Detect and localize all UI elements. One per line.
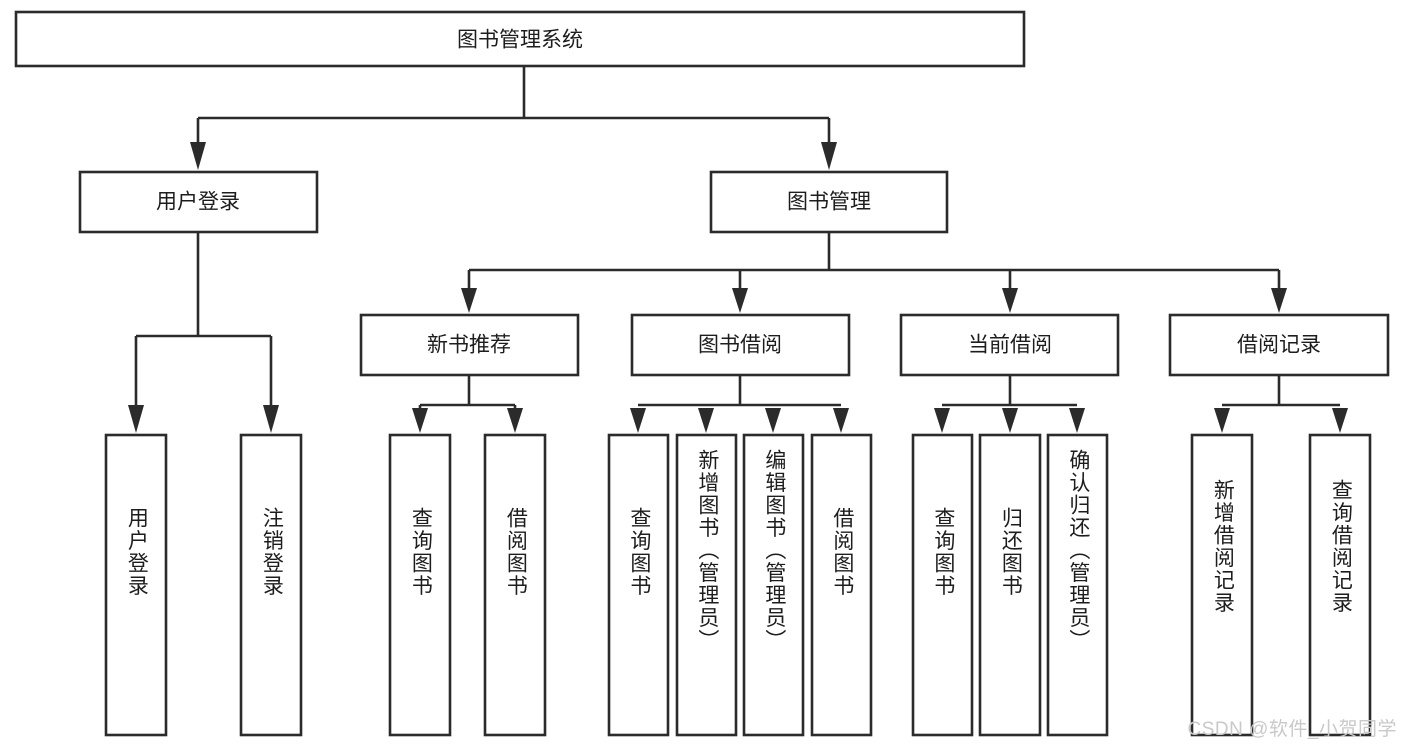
node-label-book-manage: 图书管理 (787, 191, 871, 214)
watermark-csdn: CSDN @软件_小贺同学 (1187, 719, 1397, 740)
arrow-head-leaf-add-book (698, 408, 714, 433)
node-box-leaf-query-book-current[interactable] (911, 433, 974, 737)
node-box-leaf-query-book-recommend[interactable] (388, 433, 452, 737)
node-book-borrow[interactable]: 图书借阅 (630, 313, 851, 377)
node-borrow-record[interactable]: 借阅记录 (1168, 313, 1390, 377)
connector-group-new-book-recommend (412, 375, 523, 433)
node-box-book-borrow[interactable] (630, 313, 851, 377)
node-box-leaf-borrow-book-recommend[interactable] (483, 433, 547, 737)
node-new-book-recommend[interactable]: 新书推荐 (359, 313, 580, 377)
arrow-head-leaf-add-borrow-record (1214, 408, 1230, 433)
connector-group-book-manage (461, 232, 1287, 313)
arrow-head-leaf-query-book-current (934, 408, 950, 433)
node-box-current-borrow[interactable] (899, 313, 1120, 377)
node-box-user-login[interactable] (78, 170, 319, 234)
node-label-user-login: 用户登录 (156, 191, 240, 214)
arrow-head-book-borrow (732, 288, 748, 313)
node-box-leaf-edit-book[interactable] (742, 433, 805, 737)
arrow-head-borrow-record (1271, 288, 1287, 313)
arrow-head-leaf-query-book-recommend (412, 408, 428, 433)
node-box-leaf-logout-login[interactable] (239, 433, 303, 737)
arrow-head-leaf-query-book-borrow (630, 408, 646, 433)
connector-group-current-borrow (934, 375, 1085, 433)
node-box-root[interactable] (14, 10, 1026, 68)
node-box-book-manage[interactable] (709, 170, 949, 234)
node-label-borrow-record: 借阅记录 (1237, 334, 1321, 357)
node-box-leaf-add-borrow-record[interactable] (1190, 433, 1254, 737)
connector-group-borrow-record (1214, 375, 1348, 433)
node-box-leaf-confirm-return[interactable] (1046, 433, 1109, 737)
node-label-new-book-recommend: 新书推荐 (427, 334, 511, 357)
arrow-head-new-book-recommend (461, 288, 477, 313)
node-book-manage[interactable]: 图书管理 (709, 170, 949, 234)
arrow-head-leaf-return-book (1002, 408, 1018, 433)
arrow-head-user-login (190, 142, 206, 170)
arrow-head-leaf-query-borrow-record (1332, 408, 1348, 433)
node-box-leaf-add-book[interactable] (675, 433, 738, 737)
node-box-leaf-query-borrow-record[interactable] (1308, 433, 1372, 737)
node-box-leaf-user-login[interactable] (104, 433, 168, 737)
arrow-head-leaf-logout-login (263, 405, 279, 433)
node-box-leaf-return-book[interactable] (978, 433, 1042, 737)
node-box-new-book-recommend[interactable] (359, 313, 580, 377)
connector-group-user-login (128, 232, 279, 433)
node-label-current-borrow: 当前借阅 (968, 334, 1052, 357)
node-root[interactable]: 图书管理系统 (14, 10, 1026, 68)
node-current-borrow[interactable]: 当前借阅 (899, 313, 1120, 377)
node-user-login[interactable]: 用户登录 (78, 170, 319, 234)
arrow-head-book-manage (821, 142, 837, 170)
arrow-head-leaf-borrow-book-recommend (507, 408, 523, 433)
node-box-borrow-record[interactable] (1168, 313, 1390, 377)
arrow-head-current-borrow (1002, 288, 1018, 313)
arrow-head-leaf-confirm-return (1069, 408, 1085, 433)
connector-group-book-borrow (630, 375, 849, 433)
connector-group-root (190, 66, 837, 170)
arrow-head-leaf-user-login (128, 405, 144, 433)
arrow-head-leaf-edit-book (765, 408, 781, 433)
node-label-root: 图书管理系统 (457, 29, 583, 52)
node-box-leaf-query-book-borrow[interactable] (607, 433, 670, 737)
node-box-leaf-borrow-book[interactable] (810, 433, 873, 737)
arrow-head-leaf-borrow-book (833, 408, 849, 433)
node-label-book-borrow: 图书借阅 (698, 334, 782, 357)
